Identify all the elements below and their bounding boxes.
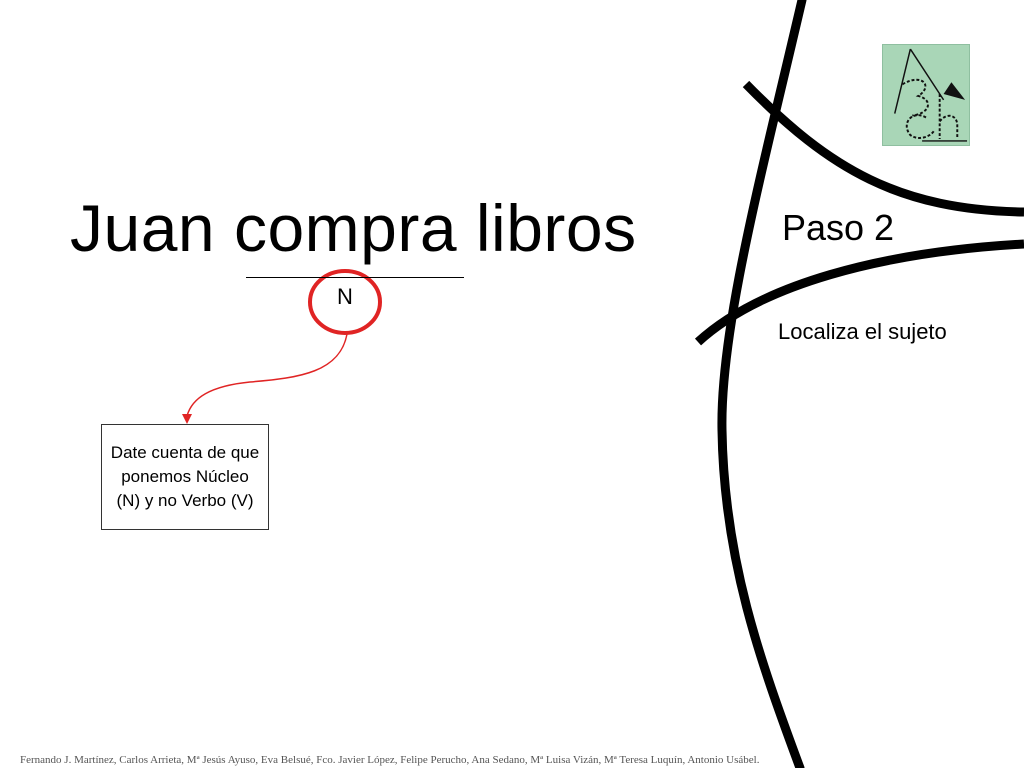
- upper-road-curve: [742, 80, 1024, 217]
- credits-footer: Fernando J. Martínez, Carlos Arrieta, Mª…: [20, 754, 760, 766]
- vertical-road-curve: [717, 0, 807, 768]
- subject-underline: [246, 277, 464, 278]
- subject-nucleus-label: N: [337, 284, 353, 309]
- pointer-arrowhead: [182, 414, 192, 424]
- pointer-arrow-line: [186, 333, 348, 417]
- logo-icon: [894, 48, 968, 142]
- lower-road-curve: [694, 239, 1024, 346]
- note-box: Date cuenta de que ponemos Núcleo (N) y …: [101, 424, 269, 530]
- slide-title: Juan compra libros: [70, 191, 637, 265]
- subject-highlight-circle: [308, 269, 382, 335]
- step-instruction: Localiza el sujeto: [778, 319, 947, 344]
- step-heading: Paso 2: [782, 207, 895, 248]
- logo: [882, 44, 970, 146]
- note-text: Date cuenta de que ponemos Núcleo (N) y …: [110, 443, 260, 510]
